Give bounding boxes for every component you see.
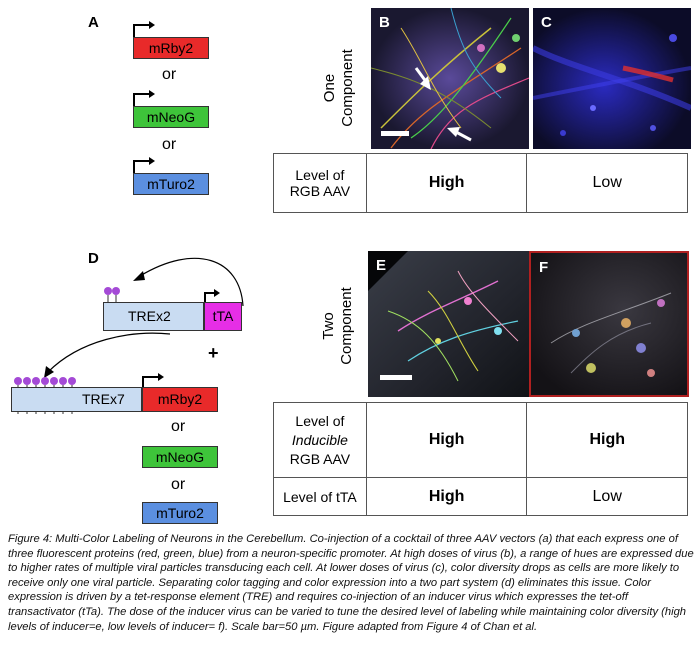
neuron-image-b (371, 8, 529, 149)
two-component-label: Two Component (320, 287, 355, 365)
or-label: or (162, 136, 177, 153)
row-label-rgb-aav: Level of RGB AAV (273, 153, 367, 213)
value-e-tta: High (365, 477, 528, 516)
row-label-inducible-rgb-aav: Level of Inducible RGB AAV (273, 402, 367, 478)
micrograph-f: F (529, 251, 689, 397)
or-label: or (162, 66, 177, 83)
micrograph-b: B (371, 8, 529, 149)
value-f-inducible: High (526, 402, 688, 478)
gene-box-mneog: mNeoG (142, 446, 218, 468)
neuron-image-c (533, 8, 691, 149)
plus-sign: + (208, 343, 219, 363)
neuron-image-f (531, 253, 687, 395)
element-box-trex2: TREx2 (103, 302, 204, 331)
figure-caption: Figure 4: Multi-Color Labeling of Neuron… (8, 533, 694, 633)
gene-box-tta: tTA (204, 302, 242, 331)
gene-box-mneog: mNeoG (133, 106, 209, 128)
micrograph-letter-c: C (541, 14, 552, 31)
gene-box-mrby2: mRby2 (142, 387, 218, 412)
micrograph-c: C (533, 8, 691, 149)
one-component-label: One Component (321, 49, 356, 127)
value-b: High (365, 153, 528, 213)
gene-box-mturo2: mTuro2 (142, 502, 218, 524)
element-box-trex7: TREx7 (11, 387, 142, 412)
panel-letter-d: D (88, 250, 99, 267)
micrograph-letter-e: E (376, 257, 387, 274)
row-label-tta: Level of tTA (273, 477, 367, 516)
value-f-tta: Low (526, 477, 688, 516)
micrograph-letter-f: F (539, 259, 549, 276)
value-c: Low (526, 153, 688, 213)
one-component-table: Level of RGB AAV High Low (273, 153, 688, 213)
two-component-table: Level of Inducible RGB AAV High High Lev… (273, 402, 688, 516)
or-label: or (171, 418, 186, 435)
micrograph-e: E (368, 251, 529, 397)
panel-letter-a: A (88, 14, 99, 31)
value-e-inducible: High (365, 402, 528, 478)
or-label: or (171, 476, 186, 493)
gene-box-mturo2: mTuro2 (133, 173, 209, 195)
feedback-arrow-icon (133, 257, 244, 307)
gene-box-mrby2: mRby2 (133, 37, 209, 59)
activation-arrow-icon (44, 332, 171, 378)
neuron-image-e (368, 251, 529, 397)
tre-sites-icon (104, 287, 120, 329)
micrograph-letter-b: B (379, 14, 390, 31)
